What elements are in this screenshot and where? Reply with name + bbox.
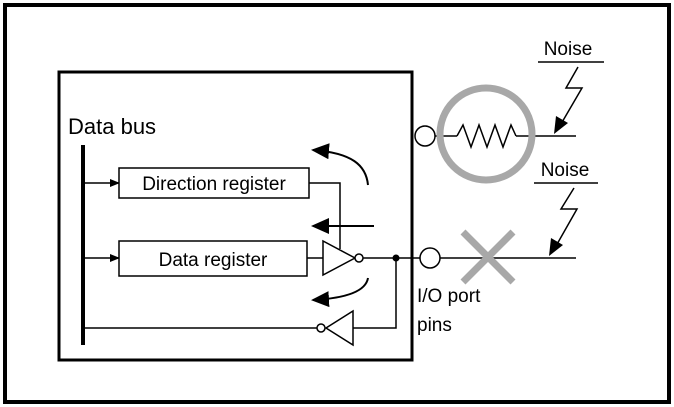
- lower-pin: [419, 247, 441, 269]
- output-buffer: [322, 239, 357, 277]
- input-feedback-line: [353, 258, 397, 329]
- no-resistor-cross-b: [460, 229, 516, 285]
- data-register-label: Data register: [159, 250, 268, 271]
- noise-bolt-upper: [560, 66, 584, 125]
- outer-frame: [3, 3, 671, 404]
- noise-bolt-upper-head: [554, 116, 568, 134]
- input-buffer-bubble: [316, 323, 326, 333]
- io-port-label-line2: pins: [417, 315, 452, 336]
- data-register-box: [118, 240, 308, 277]
- curved-arrow-upper: [311, 143, 369, 186]
- direction-control-line: [309, 182, 341, 249]
- output-buffer-inverter-bubble: [354, 253, 364, 263]
- data-bus-label: Data bus: [68, 114, 156, 139]
- chip-boundary: [57, 70, 414, 362]
- noise-bolt-lower-head: [549, 238, 563, 256]
- pull-resistor: [456, 122, 517, 150]
- direction-register-box: [118, 167, 310, 199]
- direction-register-label: Direction register: [142, 174, 286, 195]
- noise-label-lower: Noise: [541, 160, 590, 181]
- noise-label-upper: Noise: [544, 39, 593, 60]
- noise-bolt-lower: [555, 187, 579, 247]
- io-port-label-line1: I/O port: [417, 286, 481, 307]
- upper-pin: [414, 125, 436, 147]
- resistor-highlight-circle: [436, 84, 536, 184]
- input-buffer: [324, 309, 354, 347]
- curved-arrow-lower: [311, 277, 369, 308]
